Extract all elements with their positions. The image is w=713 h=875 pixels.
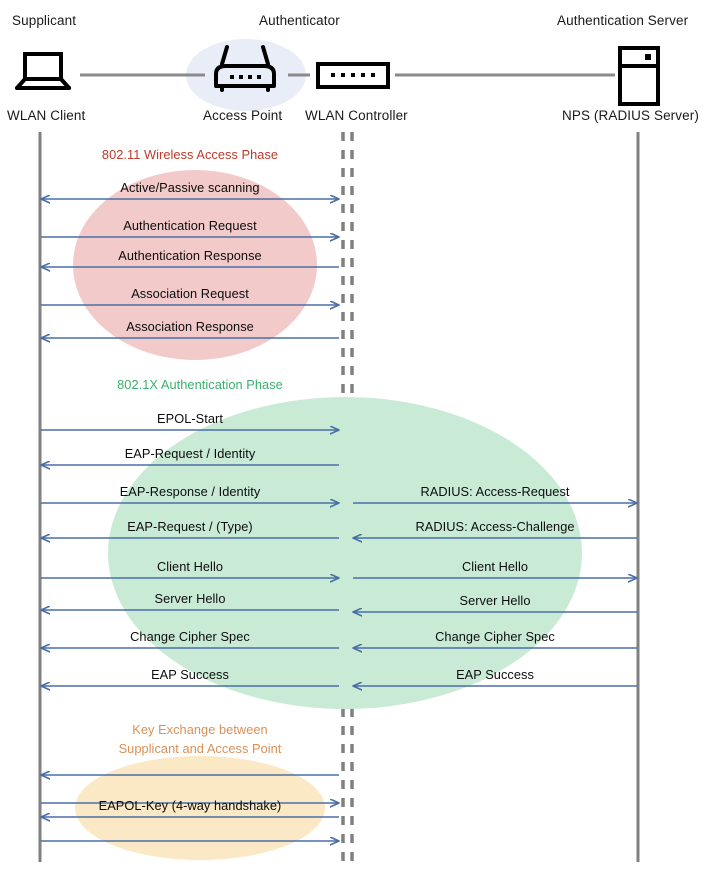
message-label-right-3: Server Hello [459,593,531,608]
message-label-left-2: Authentication Response [118,248,262,263]
message-label-right-0: RADIUS: Access-Request [420,484,570,499]
message-label-right-1: RADIUS: Access-Challenge [415,519,575,534]
message-label-right-5: EAP Success [456,667,534,682]
message-label-left-10: Server Hello [154,591,226,606]
message-label-left-5: EPOL-Start [157,411,223,426]
access-point-icon [214,45,276,92]
message-label-left-7: EAP-Response / Identity [119,484,261,499]
phase-label-8021x: 802.1X Authentication Phase [117,377,283,392]
message-arrow-layer [41,199,637,841]
message-label-left-1: Authentication Request [123,218,257,233]
authenticator-region-blob [186,39,306,111]
message-label-left-9: Client Hello [156,559,224,574]
message-label-left-6: EAP-Request / Identity [124,446,256,461]
wlan-controller-icon [316,62,390,89]
message-label-left-11: Change Cipher Spec [130,629,250,644]
phase-label-80211: 802.11 Wireless Access Phase [101,147,279,162]
role-label-auth-server: Authentication Server [557,13,689,28]
message-label-left-8: EAP-Request / (Type) [127,519,253,534]
device-label-wlan-controller: WLAN Controller [305,108,408,123]
message-label-left-15: EAPOL-Key (4-way handshake) [98,798,282,813]
phase-80211-ellipse [73,170,317,360]
device-label-access-point: Access Point [203,108,283,123]
message-label-right-2: Client Hello [461,559,529,574]
message-label-right-4: Change Cipher Spec [435,629,555,644]
phase-8021x-ellipse [108,397,582,709]
phase-label-key-exchange-line2: Supplicant and Access Point [118,741,282,756]
server-icon [618,46,660,106]
message-label-left-3: Association Request [131,286,249,301]
device-label-nps: NPS (RADIUS Server) [562,108,699,123]
message-label-left-12: EAP Success [151,667,229,682]
role-label-supplicant: Supplicant [12,13,77,28]
phase-label-key-exchange-line1: Key Exchange between [132,722,268,737]
message-label-left-4: Association Response [126,319,254,334]
phase-key-exchange-ellipse [75,756,325,860]
laptop-icon [15,52,71,90]
role-label-authenticator: Authenticator [259,13,340,28]
device-label-wlan-client: WLAN Client [7,108,86,123]
message-label-left-0: Active/Passive scanning [120,180,260,195]
